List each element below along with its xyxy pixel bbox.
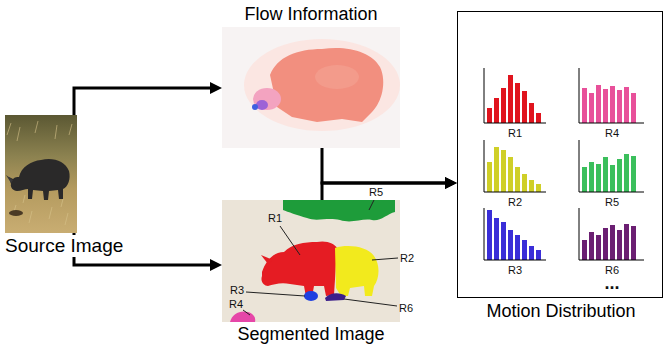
leader-line [246,292,305,296]
region-label: R4 [229,298,243,310]
flow-halo [244,39,400,131]
image-panel: Segmented Image [222,200,400,322]
flow-blue [252,104,258,110]
grass-strokes [7,121,72,225]
bird [9,210,23,216]
segmented-image [222,200,400,322]
histogram-axis [484,68,546,123]
region-label: R6 [399,302,413,314]
ellipsis: ... [604,274,619,292]
leader-line [280,226,300,255]
connector [74,82,222,115]
photo-ground [5,115,77,233]
image-panel: Flow Information [222,27,400,148]
flow-body [270,48,383,122]
flow-image [222,27,400,148]
rhino-horn [6,175,13,183]
leader-line [243,310,250,315]
region-label: R3 [230,284,244,296]
histogram-axis [484,140,546,192]
region-r4 [230,311,255,322]
arrowhead [210,82,222,94]
histogram-bars [582,154,636,192]
region-r3 [304,291,318,301]
region-label: R3 [508,264,522,276]
region-label: R2 [508,196,522,208]
leader-line [369,200,374,210]
leader-line [372,258,398,260]
region-r1 [261,241,337,297]
histogram-bars [487,75,541,123]
image-panel: Source Image [5,115,77,233]
arrowhead [445,177,457,189]
region-label: R5 [369,186,383,198]
flow-purple [256,100,268,110]
histogram-axis [579,208,644,260]
distribution-box: Motion Distribution [457,11,663,298]
leader-lines [243,200,398,315]
region-label: R5 [605,196,619,208]
leader-line [344,299,397,306]
region-r1-horn [261,255,273,264]
histogram-bars [582,224,636,260]
region-r5 [283,200,395,221]
region-label: R2 [400,252,414,264]
source-photo [5,115,77,233]
node-caption: Motion Distribution [486,301,635,322]
arrowhead [210,259,222,271]
node-caption: Segmented Image [237,324,384,345]
connector-line [74,88,210,115]
flow-head [253,88,281,110]
connector [322,177,457,200]
histogram-axis [579,68,644,123]
region-label: R1 [268,212,282,224]
arrowhead [445,177,457,189]
histogram-bars [487,210,541,260]
node-caption: Flow Information [244,4,377,25]
rhino-silhouette [9,159,70,200]
histograms [484,68,644,260]
histogram-axis [579,140,644,192]
histogram-bars [582,85,636,123]
connector-line [322,148,445,183]
node-caption: Source Image [3,235,125,257]
flow-ground [222,27,400,148]
region-r2 [335,246,379,296]
region-label: R4 [605,127,619,139]
connector-line [322,183,445,200]
seg-ground [222,200,400,322]
region-label: R1 [508,127,522,139]
histogram-axis [484,208,546,260]
flow-spot [315,65,359,89]
histogram-bars [487,147,541,192]
region-r6 [325,293,346,301]
